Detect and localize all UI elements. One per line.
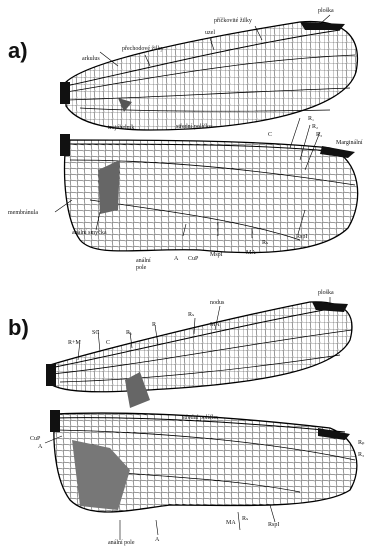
b-label-plosky: ploška [318, 290, 334, 297]
b-label-CuP: CuP [30, 436, 40, 443]
b-label-R3: R₃ [358, 452, 364, 459]
a-label-arculus: arkulus [82, 56, 100, 63]
a-label-MspI: MspI [210, 252, 223, 259]
a-label-A: A [174, 256, 178, 263]
a-label-C: C [268, 132, 272, 139]
b-label-A-bottom: A [155, 537, 159, 544]
b-label-nodus: nodus [210, 300, 224, 307]
a-label-RspI: RspI [296, 234, 307, 241]
a-label-R2: R₂ [312, 124, 318, 131]
a-label-stredni-pole: střední políčko [176, 124, 212, 131]
b-label-MA: MA [210, 322, 220, 329]
a-label-prechodne-zilky: přechodové žilky [122, 46, 163, 53]
b-label-R1: R₁ [126, 330, 132, 337]
a-label-R3: R₃ [316, 132, 322, 139]
b-label-RM: R+M [68, 340, 81, 347]
b-label-Rs: Rₛ [188, 312, 194, 319]
a-label-prichocene-zilky: příčkovité žilky [214, 18, 252, 25]
b-label-R: R [152, 322, 156, 329]
b-label-analni-pole: anální pole [108, 540, 135, 547]
a-label-marginalni: Marginální [336, 140, 363, 147]
b-label-C: C [106, 340, 110, 347]
b-label-SC: SC [92, 330, 99, 337]
a-label-triangl: trojúhelník [108, 125, 134, 132]
panel-a-letter: a) [8, 38, 28, 64]
b-label-RspI: RspI [268, 522, 279, 529]
a-label-nodus: uzel [205, 30, 215, 37]
panel-b-letter: b) [8, 315, 29, 341]
a-label-membranula: membránula [8, 210, 38, 217]
a-label-CuP: CuP [188, 256, 198, 263]
a-label-Rs: Rₛ [262, 240, 268, 247]
a-label-plosky: ploška [318, 8, 334, 15]
b-label-A: A [38, 444, 42, 451]
b-hindwing [50, 410, 357, 512]
b-label-Rp: Rₚ [358, 440, 365, 447]
b-forewing [46, 302, 352, 408]
a-label-R1: R₁ [308, 116, 314, 123]
b-label-Rs2: Rₛ [242, 516, 248, 523]
b-label-stredni-pole: střední políčko [182, 415, 218, 422]
a-label-MA: MA [246, 250, 256, 257]
a-forewing [60, 22, 357, 130]
a-label-anal-smycka: anální smyčka [72, 230, 112, 237]
b-label-MA2: MA [226, 520, 236, 527]
a-label-analni-pole: anální pole [136, 258, 158, 272]
